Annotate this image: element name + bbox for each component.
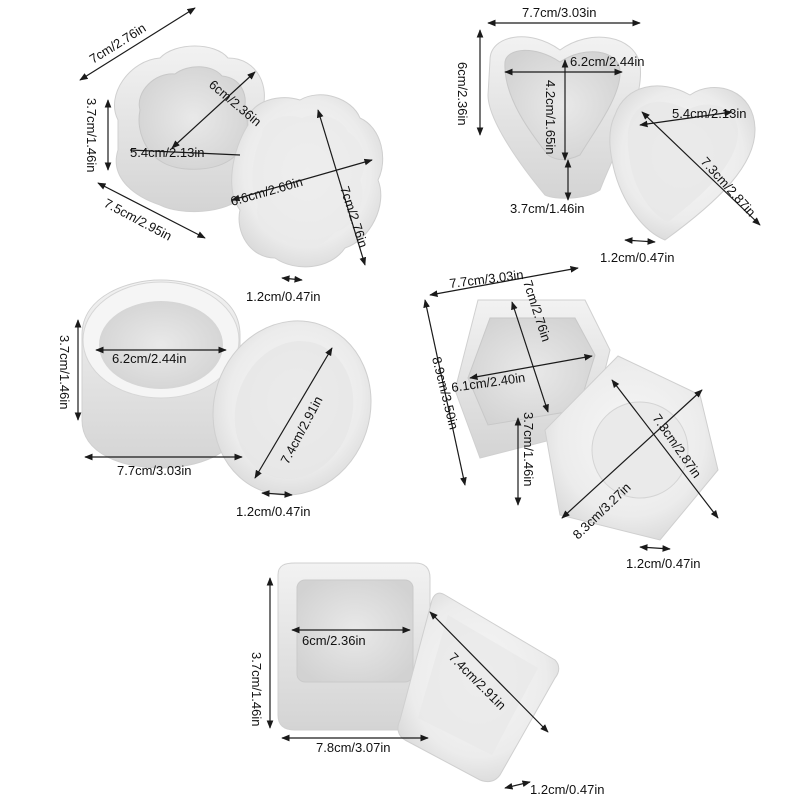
dimension-lines: [74, 7, 761, 790]
heart-inner-width-label: 6.2cm/2.44in: [570, 54, 644, 69]
round-inner-label: 6.2cm/2.44in: [112, 351, 186, 366]
square-height-label: 3.7cm/1.46in: [249, 652, 264, 726]
square-mold-cavity: [296, 579, 414, 683]
hexagon-height-label: 3.7cm/1.46in: [521, 412, 536, 486]
square-outer-label: 7.8cm/3.07in: [316, 740, 390, 755]
square-lid-thickness-label: 1.2cm/0.47in: [530, 782, 604, 797]
round-lid-thickness-label: 1.2cm/0.47in: [236, 504, 310, 519]
round-outer-label: 7.7cm/3.03in: [117, 463, 191, 478]
round-mold: [81, 279, 372, 496]
flower-lid-thickness-label: 1.2cm/0.47in: [246, 289, 320, 304]
hexagon-mold: [454, 299, 719, 541]
heart-lid-thickness-label: 1.2cm/0.47in: [600, 250, 674, 265]
heart-left-height-label: 6cm/2.36in: [455, 62, 470, 126]
hexagon-lid-thickness-label: 1.2cm/0.47in: [626, 556, 700, 571]
round-mold-cavity: [99, 301, 223, 389]
heart-lid-small-label: 5.4cm/2.13in: [672, 106, 746, 121]
heart-inner-depth-label: 4.2cm/1.65in: [543, 80, 558, 154]
hexagon-top-width-label: 7.7cm/3.03in: [449, 267, 525, 291]
flower-inner-width-label: 5.4cm/2.13in: [130, 145, 204, 160]
heart-top-width-label: 7.7cm/3.03in: [522, 5, 596, 20]
round-height-label: 3.7cm/1.46in: [57, 335, 72, 409]
flower-height-label: 3.7cm/1.46in: [84, 98, 99, 172]
heart-height-label: 3.7cm/1.46in: [510, 201, 584, 216]
square-inner-label: 6cm/2.36in: [302, 633, 366, 648]
